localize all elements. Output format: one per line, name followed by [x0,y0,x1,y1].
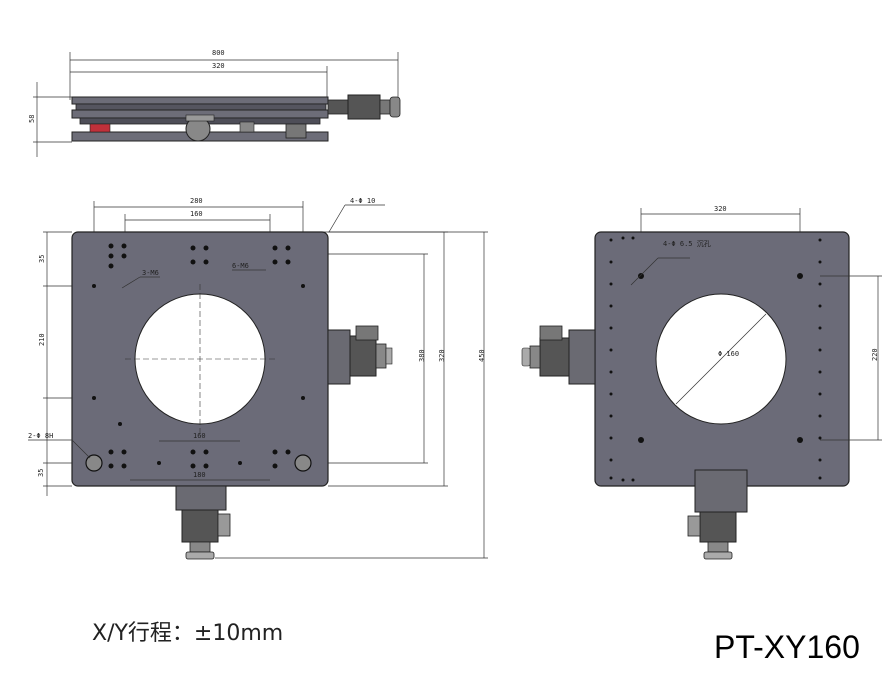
top-view: 280 160 4-Φ 10 35 210 35 160 320 380 450 [28,197,488,560]
side-dim-overall-width: 800 [212,49,225,57]
callout-corner-holes: 4-Φ 10 [350,197,375,205]
right-dim-bore: Φ 160 [718,350,739,358]
top-dim-hole-span-2: 160 [190,210,203,218]
bottom-x-motor [521,325,596,385]
top-dim-left-4: 35 [37,469,45,477]
side-dim-inner-width: 320 [212,62,225,70]
top-dim-right-2: 320 [438,349,446,362]
top-dim-bottom-span-2: 180 [193,471,206,479]
top-dim-left-1: 35 [38,255,46,263]
callout-pin-holes: 2-Φ 8H [28,432,53,440]
top-dim-left-2: 210 [38,333,46,346]
right-dim-vertical: 220 [871,348,879,361]
bottom-y-motor [687,469,748,560]
top-dim-right-1: 380 [418,349,426,362]
side-dim-height: 58 [28,115,36,123]
callout-bottom-hole: 4-Φ 6.5 沉孔 [663,240,711,248]
top-dim-overall-height: 450 [478,349,486,362]
y-motor [175,485,231,560]
x-motor [327,325,393,385]
right-dim-hole-span: 320 [714,205,727,213]
side-view: 800 320 58 [28,49,401,157]
top-dim-hole-span: 280 [190,197,203,205]
travel-label: X/Y行程：±10mm [92,621,283,646]
callout-mount-holes-2: 6-M6 [232,262,249,270]
bottom-view: 320 Φ 160 4-Φ 6.5 沉孔 220 [521,205,882,560]
model-label: PT-XY160 [714,629,860,665]
top-dim-bottom-span: 160 [193,432,206,440]
callout-mount-holes: 3-M6 [142,269,159,277]
